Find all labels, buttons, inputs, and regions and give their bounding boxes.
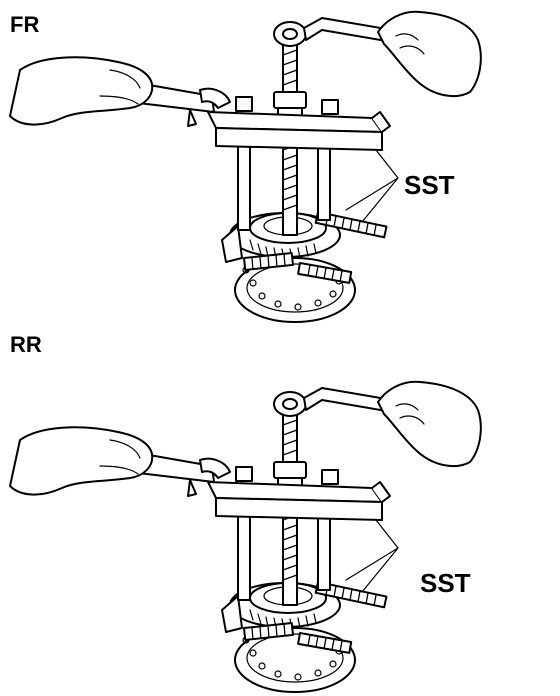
panel-rear: RR SST xyxy=(9,332,482,693)
section-label-rear: RR xyxy=(10,332,42,357)
section-label-front: FR xyxy=(10,12,39,37)
panel-front: FR SST xyxy=(9,10,482,323)
sst-callout-rear: SST xyxy=(420,568,471,598)
sst-callout-front: SST xyxy=(404,170,455,200)
puller-illustration-front xyxy=(9,10,482,323)
puller-illustration-rear xyxy=(9,380,482,693)
